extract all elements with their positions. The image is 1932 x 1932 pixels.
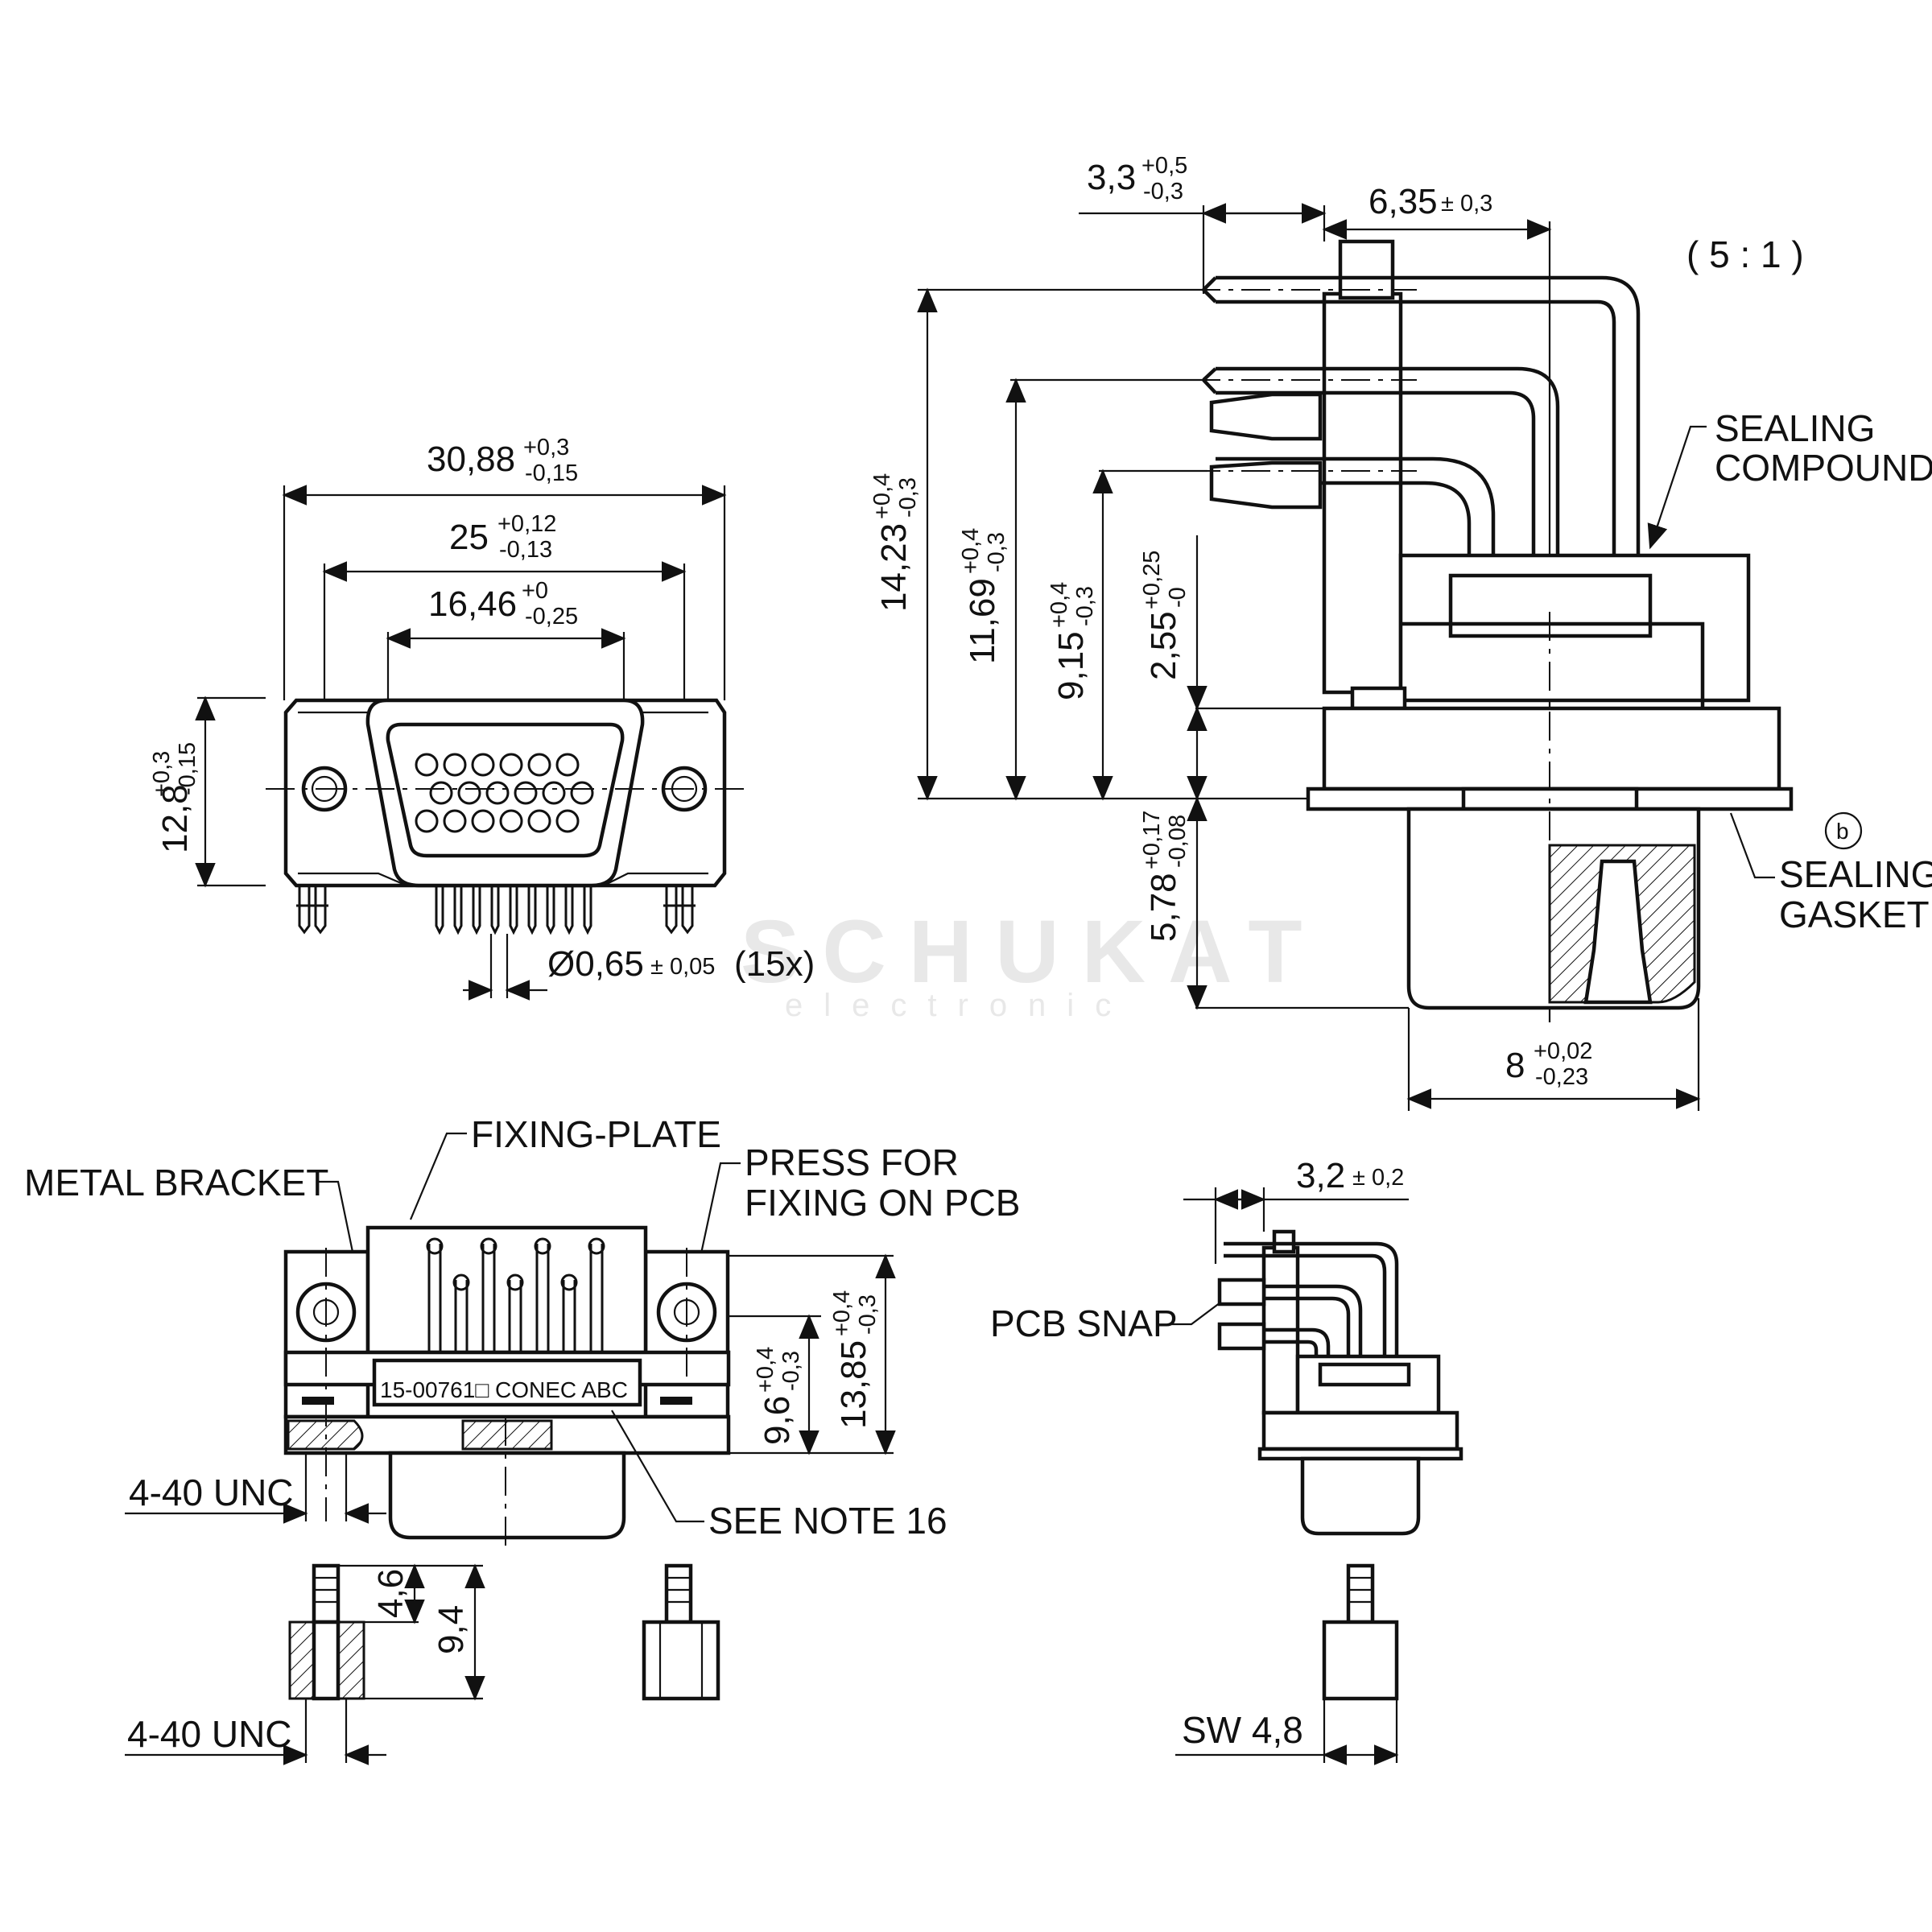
pcb-pins — [296, 886, 696, 935]
dim-13-85-value: 13,85 — [834, 1340, 873, 1429]
part-marking-text: 15-00761□ CONEC ABC — [380, 1377, 628, 1402]
svg-text:-0,25: -0,25 — [525, 604, 578, 630]
svg-text:-0,3: -0,3 — [895, 477, 921, 518]
thread-label-2: 4-40 UNC — [127, 1713, 292, 1755]
side-housing-front — [1322, 291, 1403, 695]
pin-diameter-value: Ø0,65 — [547, 944, 644, 984]
watermark: SCHUKAT electronic — [741, 902, 1325, 1023]
press-for-fixing-label-2: FIXING ON PCB — [745, 1182, 1020, 1224]
see-note-label: SEE NOTE 16 — [708, 1500, 947, 1542]
pin-bottom — [1216, 456, 1496, 555]
bottom-shell — [388, 1451, 626, 1540]
svg-text:+0,02: +0,02 — [1534, 1038, 1592, 1064]
scale-label: ( 5 : 1 ) — [1686, 233, 1804, 275]
side-flange — [1322, 706, 1781, 791]
svg-text:-0,3: -0,3 — [1143, 179, 1183, 204]
svg-text:± 0,3: ± 0,3 — [1441, 191, 1492, 217]
dim-14-23-value: 14,23 — [874, 523, 914, 612]
svg-text:-0,3: -0,3 — [1072, 586, 1098, 626]
dim-30-88-value: 30,88 — [427, 440, 515, 479]
standoff-right — [642, 1563, 720, 1701]
svg-text:± 0,05: ± 0,05 — [650, 954, 715, 980]
svg-text:-0,08: -0,08 — [1165, 815, 1191, 868]
svg-text:+0,4: +0,4 — [829, 1290, 855, 1336]
svg-text:(15x): (15x) — [734, 944, 815, 984]
svg-text:-0: -0 — [1165, 587, 1191, 608]
contacts — [415, 753, 594, 833]
svg-text:+0,3: +0,3 — [523, 435, 569, 460]
small-side-view: 3,2 ± 0,2 PCB SNAP SW 4,8 — [990, 1156, 1463, 1765]
dim-2-55-value: 2,55 — [1144, 611, 1183, 680]
side-view: 3,3 +0,5 -0,3 6,35 ± 0,3 14,23 +0,4 -0,3… — [869, 153, 1932, 1111]
dim-9-4-value: 9,4 — [431, 1605, 471, 1654]
dim-11-69-value: 11,69 — [963, 578, 1002, 664]
dim-4-6-value: 4,6 — [371, 1569, 411, 1618]
fixing-plate-label: FIXING-PLATE — [471, 1113, 721, 1155]
thread-label-1: 4-40 UNC — [129, 1472, 294, 1513]
part-marking-plate — [372, 1358, 642, 1407]
svg-text:+0,3: +0,3 — [149, 751, 175, 797]
dim-16-46-value: 16,46 — [428, 584, 517, 624]
dim-25-value: 25 — [449, 518, 489, 557]
dim-9-15-value: 9,15 — [1051, 631, 1091, 700]
bottom-view: METAL BRACKET FIXING-PLATE PRESS FOR FIX… — [24, 1113, 1020, 1765]
svg-text:+0,4: +0,4 — [1046, 582, 1072, 628]
dim-5-78-value: 5,78 — [1144, 873, 1183, 942]
standoff-left — [288, 1563, 365, 1701]
press-for-fixing-label-1: PRESS FOR — [745, 1141, 959, 1183]
dim-12-8-value: 12,8 — [155, 784, 195, 853]
svg-text:+0,4: +0,4 — [958, 528, 984, 574]
note-marker-b: b — [1836, 819, 1849, 844]
dim-3-3-value: 3,3 — [1087, 158, 1136, 197]
svg-text:-0,13: -0,13 — [499, 537, 552, 563]
svg-text:+0,17: +0,17 — [1139, 811, 1165, 869]
svg-text:+0,25: +0,25 — [1139, 551, 1165, 609]
dim-9-6-value: 9,6 — [758, 1396, 797, 1445]
svg-text:-0,3: -0,3 — [778, 1351, 804, 1391]
sealing-compound-label-1: SEALING — [1715, 407, 1875, 449]
svg-text:+0,4: +0,4 — [753, 1347, 778, 1393]
bottom-pins — [426, 1237, 605, 1352]
svg-text:+0,5: +0,5 — [1141, 153, 1187, 179]
svg-text:-0,3: -0,3 — [855, 1294, 881, 1335]
front-view: 30,88 +0,3 -0,15 25 +0,12 -0,13 16,46 +0… — [149, 435, 815, 1001]
pin-top — [1216, 275, 1641, 555]
pcb-snap-label: PCB SNAP — [990, 1302, 1178, 1344]
svg-text:± 0,2: ± 0,2 — [1352, 1165, 1404, 1191]
svg-text:-0,3: -0,3 — [984, 532, 1009, 572]
dim-6-35-value: 6,35 — [1368, 182, 1438, 221]
fixing-plate — [365, 1225, 648, 1355]
sealing-gasket-label-2: GASKET — [1779, 894, 1930, 935]
sealing-compound-label-2: COMPOUND — [1715, 447, 1932, 489]
svg-text:-0,15: -0,15 — [525, 460, 578, 486]
pin-middle — [1216, 366, 1560, 555]
svg-text:+0,4: +0,4 — [869, 473, 895, 519]
svg-text:+0,12: +0,12 — [497, 511, 556, 537]
svg-text:-0,15: -0,15 — [175, 742, 200, 795]
metal-bracket-label: METAL BRACKET — [24, 1162, 328, 1203]
wrench-size-label: SW 4,8 — [1182, 1709, 1303, 1751]
watermark-brand: SCHUKAT — [741, 902, 1325, 1001]
dim-3-2-value: 3,2 — [1296, 1156, 1345, 1195]
front-insert — [386, 722, 625, 858]
svg-text:-0,23: -0,23 — [1535, 1064, 1588, 1090]
watermark-sub: electronic — [785, 988, 1132, 1023]
sealing-gasket-label-1: SEALING — [1779, 853, 1932, 895]
dim-8-value: 8 — [1505, 1046, 1525, 1085]
right-bracket — [643, 1249, 730, 1419]
svg-text:+0: +0 — [522, 578, 548, 604]
